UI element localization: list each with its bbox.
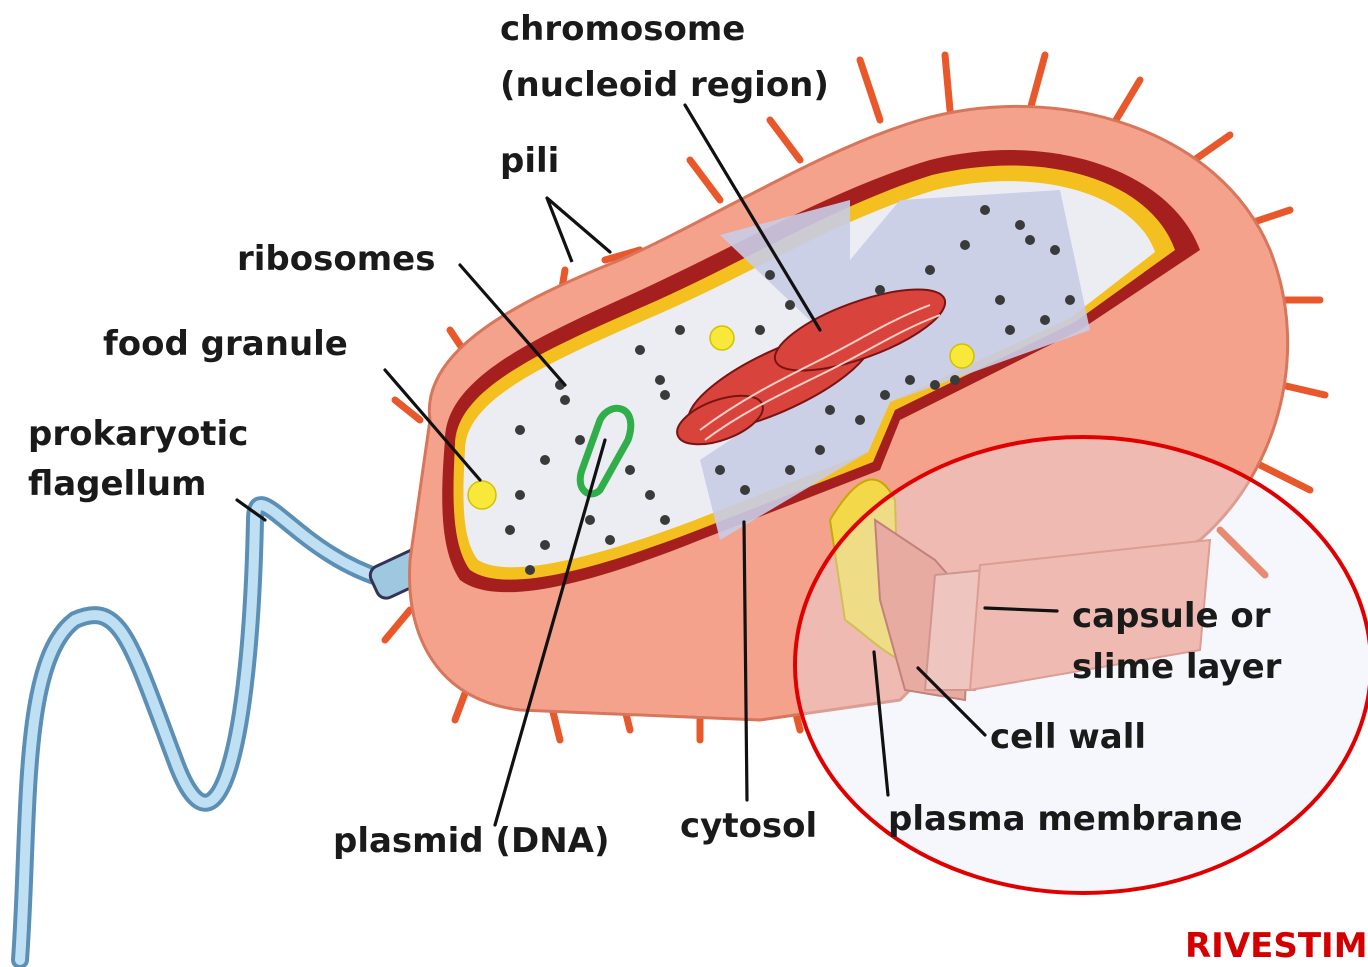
label-ribosomes: ribosomes [237,239,435,279]
corner-text: RIVESTIM [1185,926,1368,966]
label-plasma-membrane: plasma membrane [888,799,1243,839]
label-food-granule: food granule [103,324,348,364]
label-nucleoid-region: (nucleoid region) [500,65,829,105]
label-slime-layer: slime layer [1072,647,1282,687]
label-cell-wall: cell wall [990,717,1146,757]
label-flagellum: flagellum [28,464,206,504]
label-cytosol: cytosol [680,806,817,846]
label-prokaryotic: prokaryotic [28,414,248,454]
label-plasmid: plasmid (DNA) [333,821,610,861]
label-pili: pili [500,141,559,181]
label-capsule-or: capsule or [1072,596,1271,636]
label-chromosome: chromosome [500,9,745,49]
flagellum [20,505,463,960]
